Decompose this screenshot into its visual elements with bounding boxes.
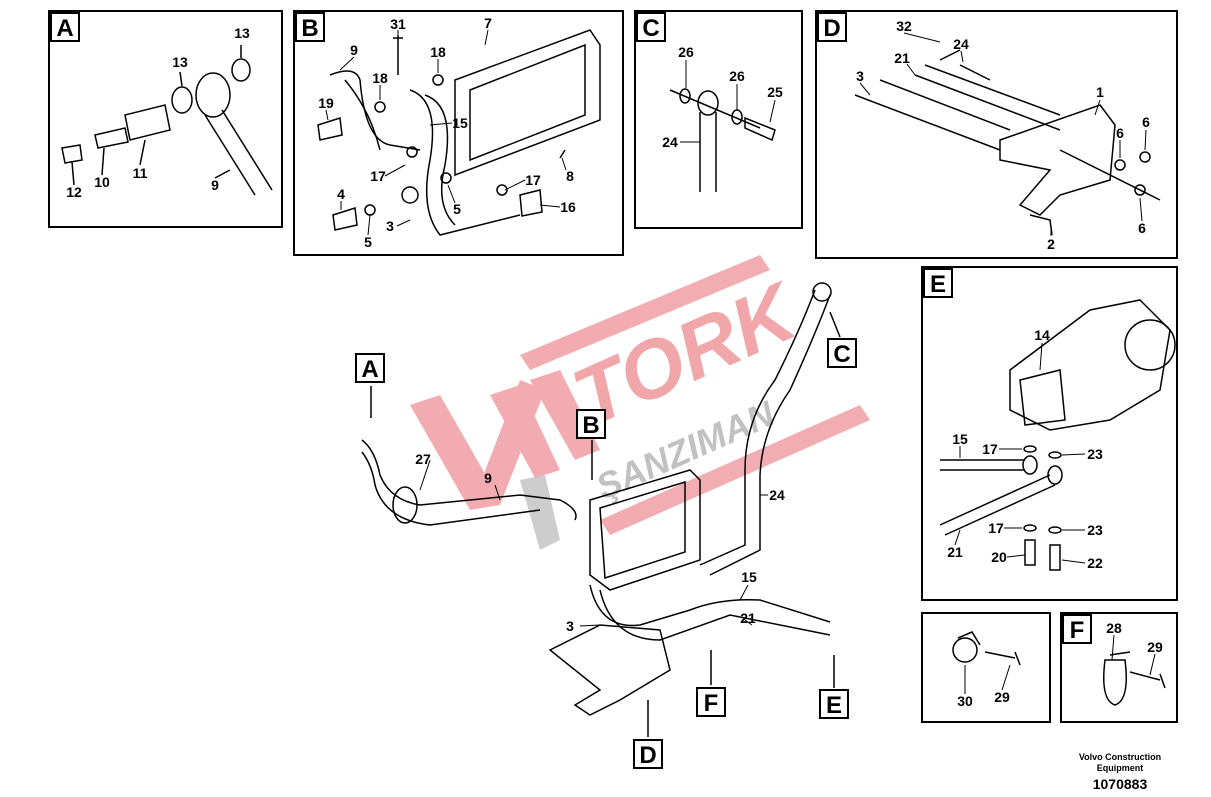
callout: 23	[1087, 446, 1103, 462]
panel-e-parts	[939, 299, 1176, 571]
callout: 27	[415, 451, 431, 467]
callout: 13	[172, 54, 188, 70]
ref-tag-c[interactable]: C	[827, 338, 857, 368]
callout: 17	[525, 172, 541, 188]
callout: 26	[678, 44, 694, 60]
callout: 20	[991, 549, 1007, 565]
drawing-number: 1070883	[1092, 776, 1148, 792]
company-name-line2: Equipment	[1096, 763, 1144, 773]
callout: 28	[1106, 620, 1122, 636]
callout: 6	[1138, 220, 1146, 236]
ref-pointers	[370, 311, 841, 737]
panel-tag-b: B	[295, 12, 325, 42]
callout: 18	[430, 44, 446, 60]
callout: 16	[560, 199, 576, 215]
callout: 3	[566, 618, 574, 634]
callout: 3	[386, 218, 394, 234]
ref-tag-b[interactable]: B	[576, 409, 606, 439]
callout: 8	[566, 168, 574, 184]
callout: 31	[390, 16, 406, 32]
ref-tag-d[interactable]: D	[633, 739, 663, 769]
callout: 21	[894, 50, 910, 66]
panel-c-parts	[669, 88, 776, 192]
callout: 10	[94, 174, 110, 190]
callout: 4	[337, 186, 345, 202]
panel-f-parts	[1103, 651, 1166, 706]
panel-d-parts	[854, 49, 1161, 236]
callout: 2	[1047, 236, 1055, 252]
callout: 30	[957, 693, 973, 709]
callout: 17	[982, 441, 998, 457]
panel-tag-c: C	[636, 12, 666, 42]
callout: 9	[350, 42, 358, 58]
callout: 26	[729, 68, 745, 84]
ref-tag-e[interactable]: E	[819, 689, 849, 719]
callout: 18	[372, 70, 388, 86]
panel-clamp-parts	[952, 631, 1021, 666]
detail-panel-d	[815, 10, 1178, 259]
callout: 17	[988, 520, 1004, 536]
callout: 9	[211, 177, 219, 193]
callout: 19	[318, 95, 334, 111]
ref-tag-f[interactable]: F	[696, 687, 726, 717]
panel-tag-d: D	[817, 12, 847, 42]
callout: 7	[484, 15, 492, 31]
callout: 21	[947, 544, 963, 560]
panel-tag-f: F	[1062, 614, 1092, 644]
callout: 15	[452, 115, 468, 131]
detail-panel-clamp	[921, 612, 1051, 723]
callout: 11	[132, 165, 148, 181]
panel-b-parts	[317, 29, 601, 236]
panel-a-parts	[61, 45, 273, 196]
callout: 29	[1147, 639, 1163, 655]
callout: 6	[1142, 114, 1150, 130]
company-name-line1: Volvo Construction	[1078, 752, 1162, 762]
detail-panel-c	[634, 10, 803, 229]
callout: 25	[767, 84, 783, 100]
drawing-footer: Volvo Construction Equipment 1070883	[1060, 752, 1180, 792]
callout: 14	[1034, 327, 1050, 343]
callout: 24	[662, 134, 678, 150]
callout: 1	[1096, 84, 1104, 100]
callout: 5	[453, 201, 461, 217]
callout: 24	[769, 487, 785, 503]
callout: 29	[994, 689, 1010, 705]
callout: 6	[1116, 125, 1124, 141]
callout: 3	[856, 68, 864, 84]
callout: 22	[1087, 555, 1103, 571]
panel-tag-a: A	[50, 12, 80, 42]
callout: 21	[740, 610, 756, 626]
ref-tag-a[interactable]: A	[355, 353, 385, 383]
callout: 23	[1087, 522, 1103, 538]
callout: 15	[952, 431, 968, 447]
leader-lines	[325, 29, 1156, 694]
callout: 9	[484, 470, 492, 486]
callout: 32	[896, 18, 912, 34]
callout: 13	[234, 25, 250, 41]
main-assembly	[361, 282, 832, 716]
callout: 24	[953, 36, 969, 52]
detail-panel-a	[48, 10, 283, 228]
callout: 15	[741, 569, 757, 585]
panel-tag-e: E	[923, 268, 953, 298]
callout: 5	[364, 234, 372, 250]
callout: 17	[370, 168, 386, 184]
callout: 12	[66, 184, 82, 200]
